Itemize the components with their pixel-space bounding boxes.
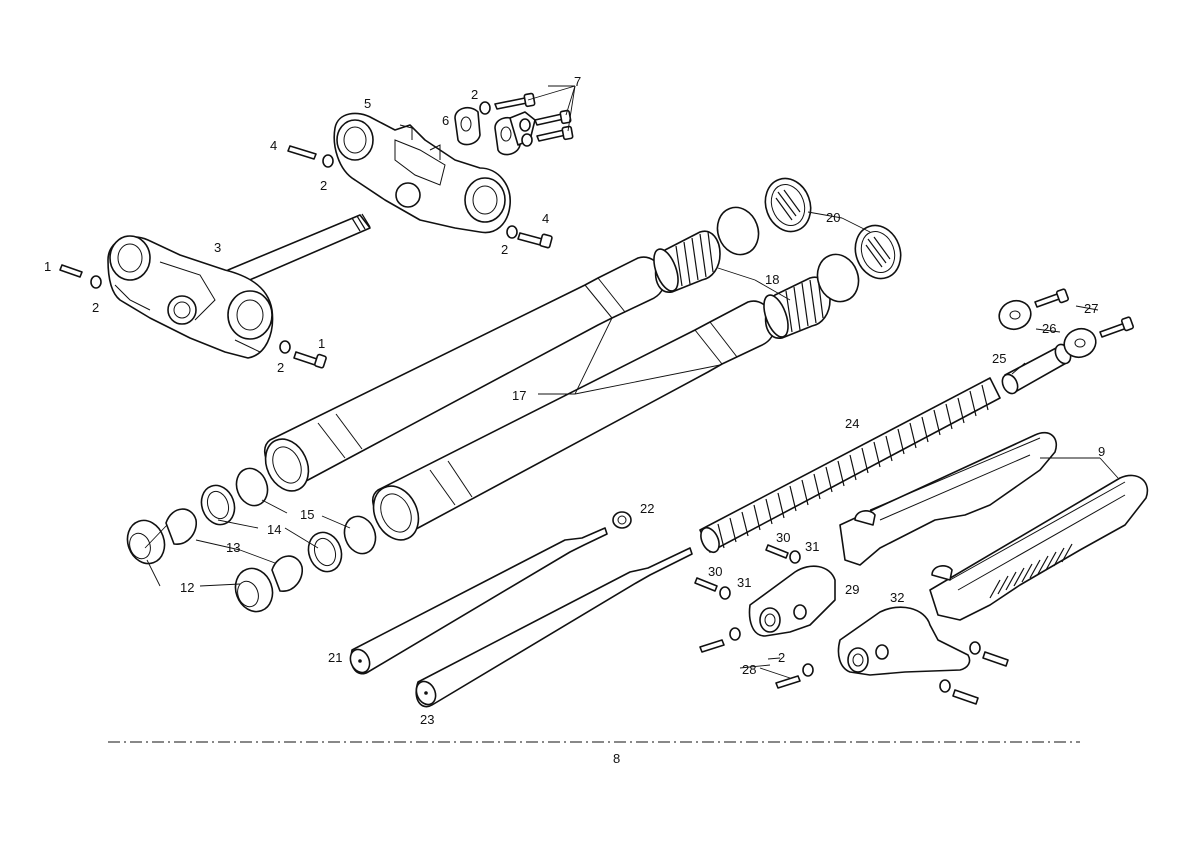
- axle-clamp-rear: [748, 565, 836, 637]
- callout-28: 28: [742, 662, 756, 677]
- washer: [479, 101, 491, 115]
- bushing-front: [763, 276, 831, 339]
- callout-2: 2: [277, 360, 284, 375]
- callout-22: 22: [640, 501, 654, 516]
- callout-1: 1: [44, 259, 51, 274]
- callout-1: 1: [318, 336, 325, 351]
- damper-rod-rear: [349, 527, 608, 675]
- washer: [969, 641, 981, 655]
- callout-30: 30: [776, 530, 790, 545]
- bolt: [494, 97, 528, 110]
- bushing-rear: [653, 230, 721, 293]
- fork-leg-front: [929, 474, 1149, 621]
- bolt: [694, 577, 718, 592]
- washer: [322, 154, 334, 168]
- washer: [506, 225, 518, 239]
- washer: [90, 275, 102, 289]
- bolt-head: [314, 353, 327, 369]
- leader-lines: [144, 85, 1119, 679]
- callout-29: 29: [845, 582, 859, 597]
- callout-2: 2: [320, 178, 327, 193]
- seal-ring: [200, 484, 236, 526]
- bolt: [952, 689, 979, 705]
- callout-15: 15: [300, 507, 314, 522]
- washer: [802, 663, 814, 677]
- seal-ring: [307, 531, 343, 573]
- fork-spring: [699, 377, 1001, 554]
- callout-6: 6: [442, 113, 449, 128]
- callout-26: 26: [1042, 321, 1056, 336]
- callout-2: 2: [92, 300, 99, 315]
- callout-23: 23: [420, 712, 434, 727]
- callout-4: 4: [542, 211, 549, 226]
- fork-tube-front: [371, 300, 776, 541]
- bolt-head: [1120, 316, 1134, 332]
- footer-label: 8: [613, 751, 620, 766]
- dust-seal: [126, 519, 166, 565]
- bolt: [59, 264, 83, 278]
- bolt: [536, 129, 567, 142]
- circlip: [271, 555, 304, 592]
- bolt-head: [539, 233, 553, 249]
- bolt: [765, 544, 789, 559]
- callout-30: 30: [708, 564, 722, 579]
- callout-2: 2: [501, 242, 508, 257]
- callout-31: 31: [805, 539, 819, 554]
- washer: [939, 679, 951, 693]
- steering-stem: [227, 213, 371, 286]
- washer: [521, 133, 533, 147]
- lower-triple-clamp: [107, 235, 274, 359]
- callout-25: 25: [992, 351, 1006, 366]
- callout-7: 7: [574, 74, 581, 89]
- seal-ring: [235, 467, 269, 507]
- spacer-tube: [1001, 343, 1072, 395]
- fork-leg-rear: [839, 431, 1057, 566]
- seal-ring: [343, 515, 377, 555]
- fork-cap-bottom: [854, 224, 902, 280]
- callout-24: 24: [845, 416, 859, 431]
- circlip: [165, 508, 198, 545]
- dust-seal: [234, 567, 274, 613]
- callout-32: 32: [890, 590, 904, 605]
- washer: [279, 340, 291, 354]
- callout-17: 17: [512, 388, 526, 403]
- callout-9: 9: [1098, 444, 1105, 459]
- washer: [789, 550, 801, 564]
- bolt: [534, 113, 565, 126]
- bolt: [287, 145, 317, 160]
- callout-18: 18: [765, 272, 779, 287]
- callout-12: 12: [180, 580, 194, 595]
- washer: [729, 627, 741, 641]
- bolt: [982, 651, 1009, 667]
- bolt: [699, 639, 725, 653]
- callout-2: 2: [471, 87, 478, 102]
- callout-3: 3: [214, 240, 221, 255]
- axle-clamp-front: [837, 606, 971, 676]
- nut: [612, 511, 632, 529]
- callout-4: 4: [270, 138, 277, 153]
- o-ring: [816, 253, 860, 303]
- callout-14: 14: [267, 522, 281, 537]
- callout-21: 21: [328, 650, 342, 665]
- bolt-head: [561, 125, 574, 141]
- callout-20: 20: [826, 210, 840, 225]
- bolt-head: [1055, 288, 1069, 304]
- o-ring: [716, 206, 760, 256]
- upper-triple-clamp: [333, 112, 511, 234]
- washer: [998, 299, 1032, 331]
- washer: [519, 118, 531, 132]
- fork-cap-top: [764, 177, 812, 233]
- bolt: [775, 675, 801, 689]
- callout-5: 5: [364, 96, 371, 111]
- washer: [1063, 327, 1097, 359]
- callout-27: 27: [1084, 301, 1098, 316]
- callout-31: 31: [737, 575, 751, 590]
- damper-rod-front: [415, 547, 693, 708]
- callout-2: 2: [778, 650, 785, 665]
- washer: [719, 586, 731, 600]
- callout-13: 13: [226, 540, 240, 555]
- callout-labels: 7 2 5 6 4 2 20 4 3 2 1 18 2 27 26 1 25 2…: [44, 74, 1105, 766]
